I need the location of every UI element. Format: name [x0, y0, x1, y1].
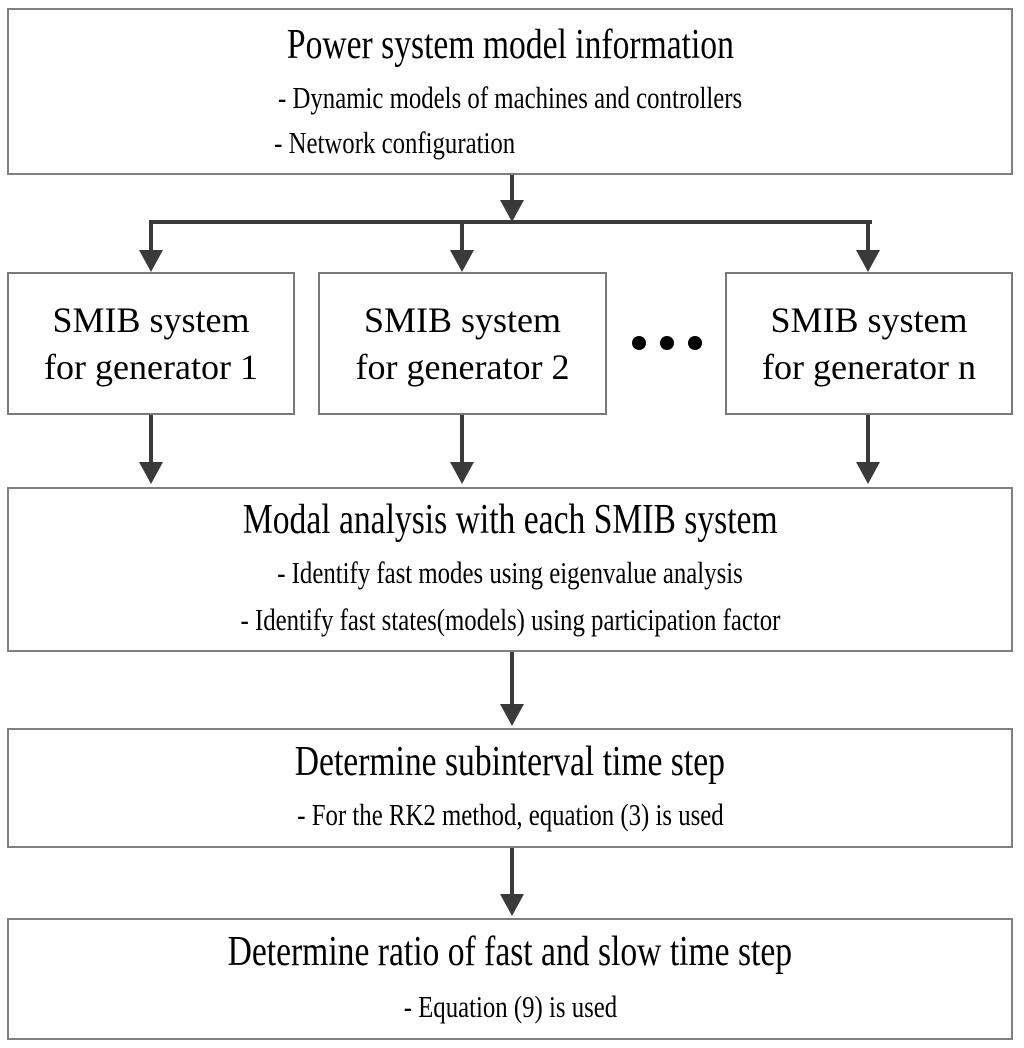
node-bullet: - Identify fast states(models) using par…: [240, 602, 780, 638]
node-title: Power system model information: [286, 21, 734, 68]
connector-bus-to-smib-2: [460, 220, 464, 252]
connector-modal-to-subinterval: [510, 652, 514, 705]
arrowhead-down-icon: [450, 462, 474, 484]
connector-smib-2-to-modal: [460, 415, 464, 463]
node-line-1: SMIB system: [52, 299, 250, 340]
connector-subinterval-to-ratio: [510, 848, 514, 896]
arrowhead-down-icon: [856, 250, 880, 272]
arrowhead-down-icon: [856, 462, 880, 484]
node-bullet: - Identify fast modes using eigenvalue a…: [277, 555, 743, 591]
node-modal-analysis: Modal analysis with each SMIB system - I…: [7, 487, 1013, 652]
connector-bus-to-smib-3: [866, 220, 870, 252]
connector-power-system-to-bus: [510, 175, 514, 202]
node-determine-subinterval-time-step: Determine subinterval time step - For th…: [7, 728, 1013, 848]
node-power-system-model-information: Power system model information - Dynamic…: [7, 8, 1013, 175]
arrowhead-down-icon: [139, 250, 163, 272]
ellipsis-dot: [632, 336, 646, 350]
node-bullet: - Dynamic models of machines and control…: [277, 80, 743, 116]
connector-smib-1-to-modal: [149, 415, 153, 463]
node-bullet: - Network configuration: [274, 125, 516, 161]
node-title: Modal analysis with each SMIB system: [242, 496, 778, 543]
ellipsis-dot: [660, 336, 674, 350]
arrowhead-down-icon: [500, 894, 524, 916]
connector-smib-n-to-modal: [866, 415, 870, 463]
arrowhead-down-icon: [500, 704, 524, 726]
ellipsis-dot: [688, 336, 702, 350]
node-title: Determine ratio of fast and slow time st…: [227, 928, 793, 975]
node-line-1: SMIB system: [363, 299, 562, 340]
node-title: Determine subinterval time step: [294, 738, 726, 785]
node-smib-generator-n: SMIB system for generator n: [725, 272, 1013, 415]
node-smib-generator-1: SMIB system for generator 1: [7, 272, 295, 415]
node-line-1: SMIB system: [770, 299, 968, 340]
arrowhead-down-icon: [500, 200, 524, 222]
node-determine-ratio-fast-slow-time-step: Determine ratio of fast and slow time st…: [7, 918, 1013, 1040]
node-line-2: for generator 1: [44, 346, 258, 387]
node-smib-generator-2: SMIB system for generator 2: [318, 272, 607, 415]
node-bullet: - For the RK2 method, equation (3) is us…: [296, 797, 724, 833]
connector-bus-to-smib-1: [149, 220, 153, 252]
node-bullet: - Equation (9) is used: [403, 989, 617, 1025]
arrowhead-down-icon: [450, 250, 474, 272]
arrowhead-down-icon: [139, 462, 163, 484]
connector-bus-horizontal: [151, 220, 872, 224]
node-line-2: for generator n: [762, 346, 976, 387]
ellipsis-icon: [632, 336, 702, 350]
node-line-2: for generator 2: [355, 346, 570, 387]
